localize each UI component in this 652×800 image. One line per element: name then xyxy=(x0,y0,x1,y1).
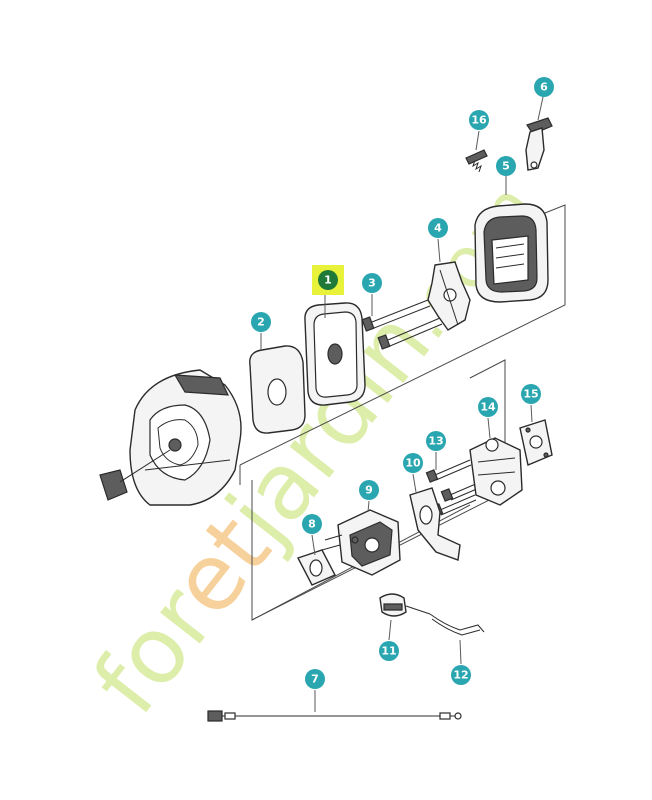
callout-2[interactable]: 2 xyxy=(251,312,271,332)
callout-badges: 1 2 3 4 5 6 7 8 xyxy=(251,77,554,689)
primer-bulb-part[interactable] xyxy=(379,593,431,617)
filter-housing-part[interactable] xyxy=(474,203,549,303)
carburetor-gasket-part[interactable] xyxy=(297,549,336,586)
svg-text:12: 12 xyxy=(453,669,468,682)
engine-cover-part[interactable] xyxy=(99,369,242,506)
callout-9[interactable]: 9 xyxy=(359,480,379,500)
intake-manifold-part[interactable] xyxy=(469,437,523,506)
heat-shield-part[interactable] xyxy=(409,487,461,561)
callout-11[interactable]: 11 xyxy=(379,641,399,661)
baffle-plate-part[interactable] xyxy=(427,261,471,331)
svg-text:8: 8 xyxy=(308,518,316,531)
callout-10[interactable]: 10 xyxy=(403,453,423,473)
latch-lever-part[interactable] xyxy=(525,117,553,171)
callout-6[interactable]: 6 xyxy=(534,77,554,97)
callout-13[interactable]: 13 xyxy=(426,431,446,451)
callout-14[interactable]: 14 xyxy=(478,397,498,417)
svg-text:13: 13 xyxy=(428,435,443,448)
svg-text:10: 10 xyxy=(405,457,421,470)
svg-text:16: 16 xyxy=(471,114,487,127)
callout-16[interactable]: 16 xyxy=(469,110,489,130)
svg-text:7: 7 xyxy=(311,673,319,686)
screws-part[interactable] xyxy=(361,299,443,350)
svg-text:15: 15 xyxy=(523,388,538,401)
throttle-cable-part[interactable] xyxy=(207,710,462,722)
callout-5[interactable]: 5 xyxy=(496,156,516,176)
air-filter-cover-part[interactable] xyxy=(304,302,366,406)
callout-3[interactable]: 3 xyxy=(362,273,382,293)
callout-7[interactable]: 7 xyxy=(305,669,325,689)
callout-15[interactable]: 15 xyxy=(521,384,541,404)
gasket-flange-part[interactable] xyxy=(519,419,553,466)
assembly-frame-upper xyxy=(239,204,566,485)
fuel-hose-part[interactable] xyxy=(429,613,485,636)
svg-text:1: 1 xyxy=(324,274,332,287)
callout-12[interactable]: 12 xyxy=(451,665,471,685)
spring-part[interactable] xyxy=(465,149,488,173)
callout-8[interactable]: 8 xyxy=(302,514,322,534)
svg-text:2: 2 xyxy=(257,316,265,329)
svg-text:3: 3 xyxy=(368,277,376,290)
svg-text:5: 5 xyxy=(502,160,510,173)
air-filter-pad-part[interactable] xyxy=(249,345,306,434)
carburetor-part[interactable] xyxy=(321,509,401,576)
svg-text:9: 9 xyxy=(365,484,373,497)
callout-leaders xyxy=(260,96,544,712)
callout-1[interactable]: 1 xyxy=(312,265,344,295)
svg-text:14: 14 xyxy=(480,401,496,414)
svg-text:6: 6 xyxy=(540,81,548,94)
svg-text:11: 11 xyxy=(381,645,396,658)
callout-4[interactable]: 4 xyxy=(428,218,448,238)
svg-text:4: 4 xyxy=(434,222,442,235)
